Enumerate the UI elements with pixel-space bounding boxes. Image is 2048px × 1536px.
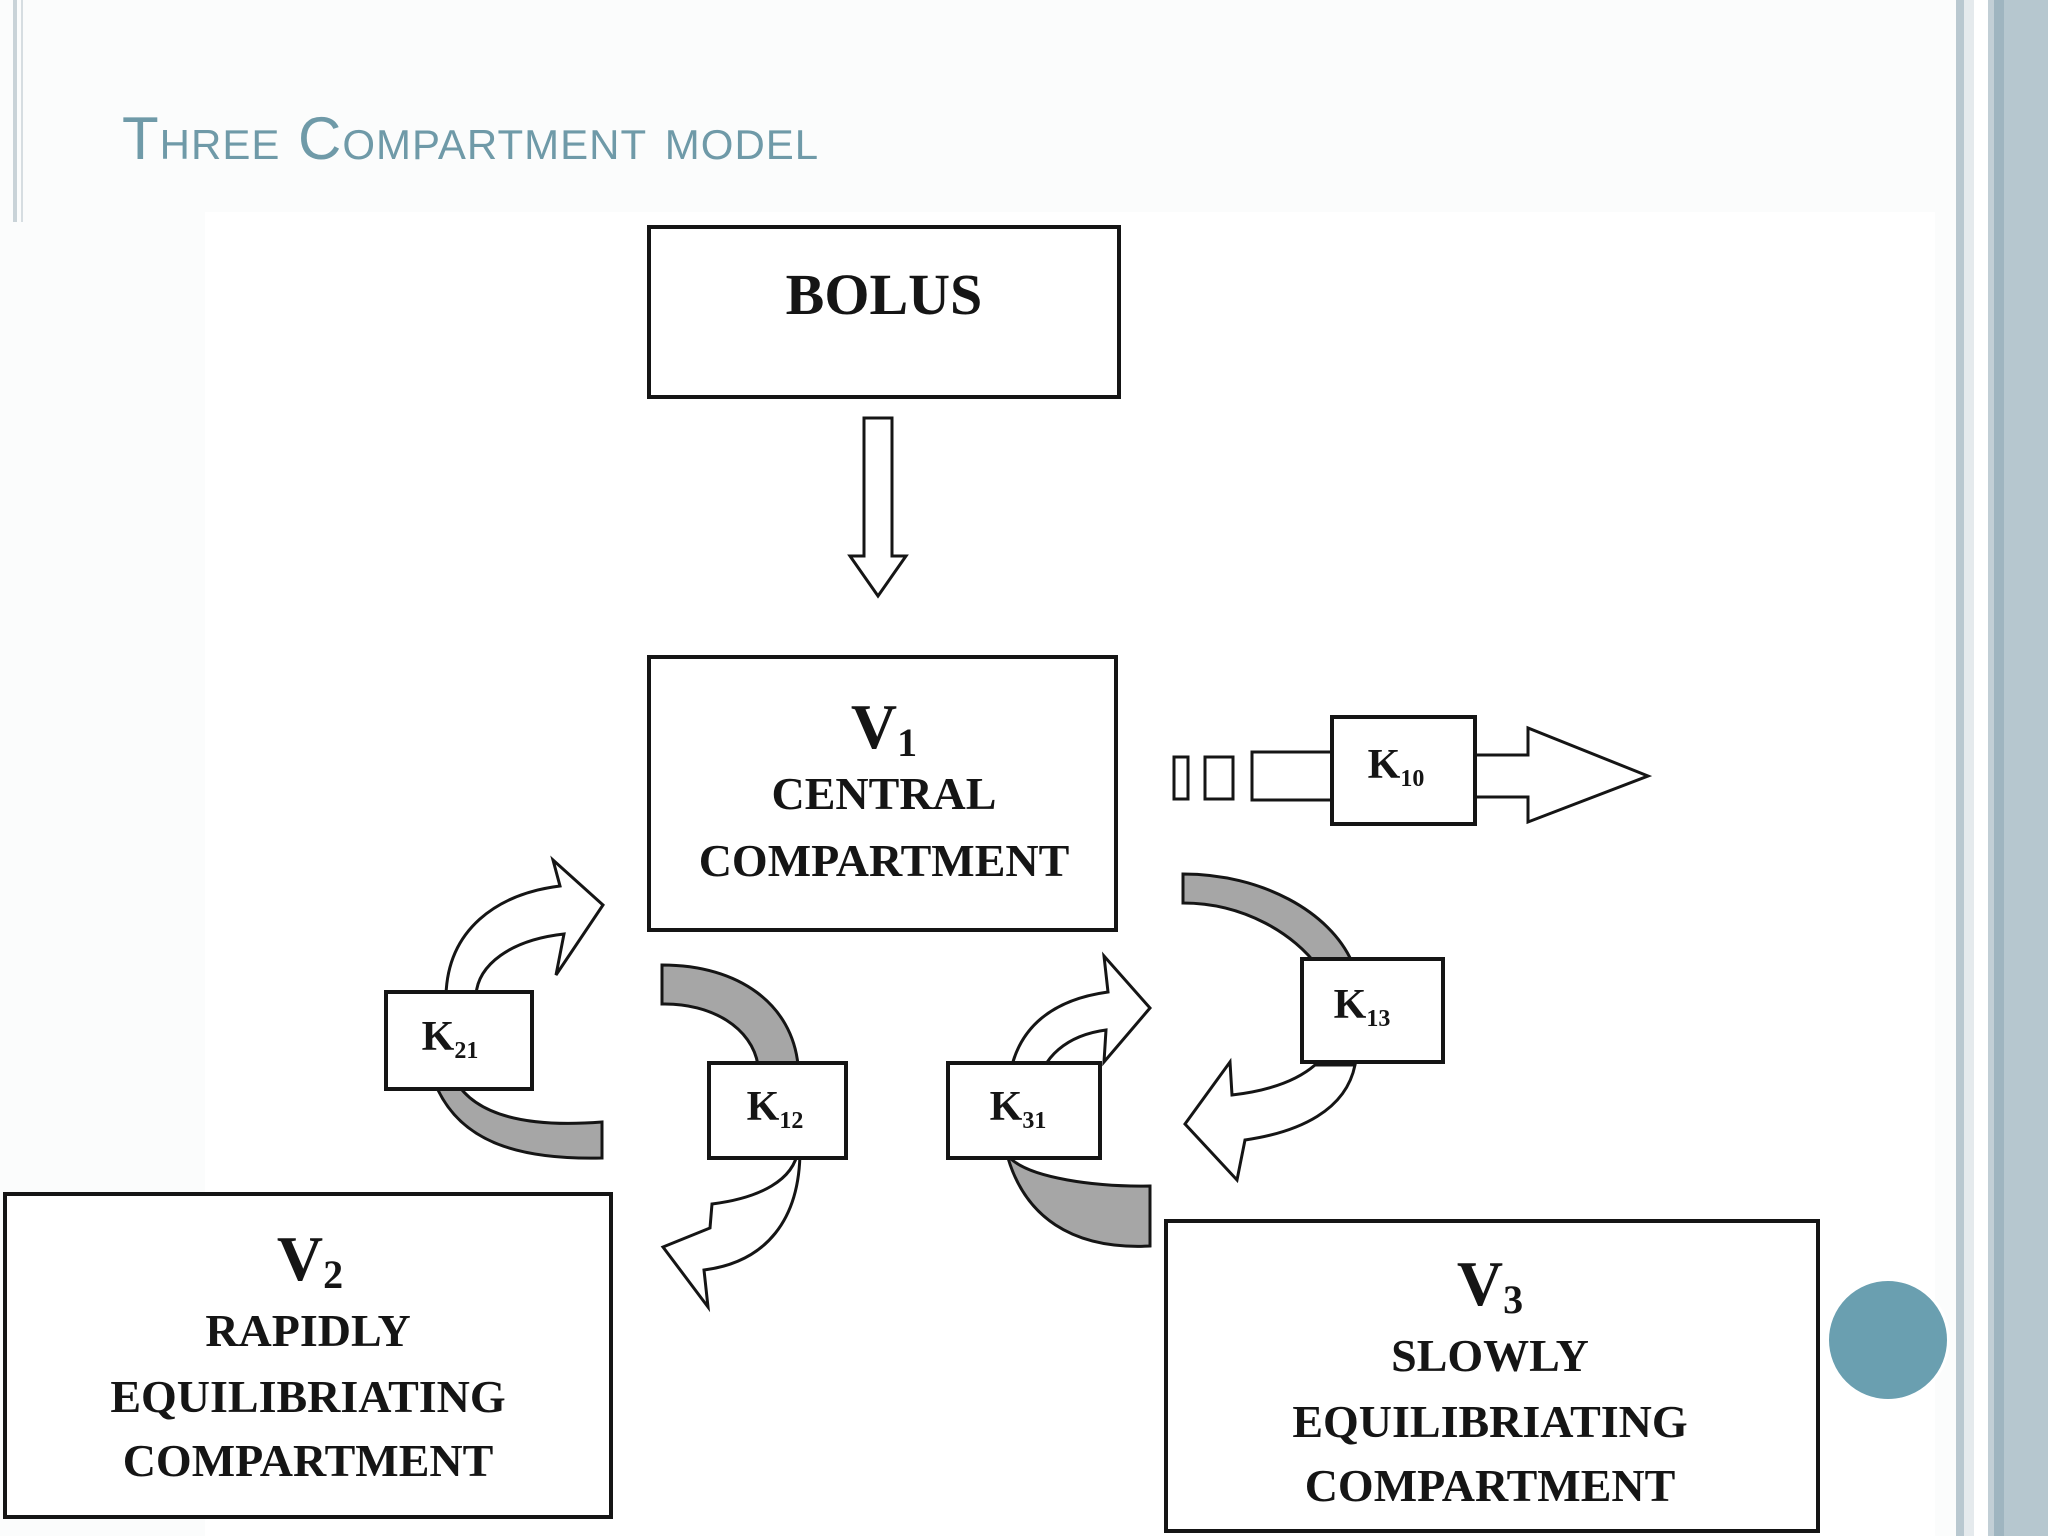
k21-label: K21	[422, 1014, 479, 1064]
k21-grey-band	[436, 1077, 604, 1160]
k12-label: K12	[747, 1084, 804, 1134]
k13-label: K13	[1334, 982, 1391, 1032]
right-border-stripe	[1974, 0, 1988, 1536]
k13-curved-arrow	[1183, 1057, 1357, 1184]
v2-label: V2	[277, 1223, 343, 1297]
k13-subscript: 13	[1366, 1006, 1390, 1032]
k10-box: K10	[1330, 715, 1477, 826]
central-compartment-box: V1 CENTRAL COMPARTMENT	[647, 655, 1118, 932]
right-border-stripe	[2004, 0, 2048, 1536]
rapid-compartment-box: V2 RAPIDLY EQUILIBRIATING COMPARTMENT	[3, 1192, 613, 1519]
v3-label: V3	[1457, 1248, 1523, 1322]
right-border-stripe	[1964, 0, 1974, 1536]
k13-symbol: K	[1334, 982, 1367, 1028]
right-border-stripe	[1994, 0, 2004, 1536]
slow-compartment-box: V3 SLOWLY EQUILIBRIATING COMPARTMENT	[1164, 1219, 1820, 1533]
k12-symbol: K	[747, 1084, 780, 1130]
bolus-box: BOLUS	[647, 225, 1121, 399]
v3-symbol: V	[1457, 1248, 1503, 1319]
k31-grey-band	[1005, 1156, 1152, 1248]
k10-elimination-arrow	[1172, 725, 1653, 825]
k12-curved-arrow	[660, 1148, 802, 1313]
v2-line2: EQUILIBRIATING	[110, 1371, 505, 1422]
k10-symbol: K	[1368, 742, 1401, 788]
k13-box: K13	[1300, 957, 1445, 1064]
k10-subscript: 10	[1400, 766, 1424, 792]
k31-symbol: K	[990, 1084, 1023, 1130]
v2-symbol: V	[277, 1223, 323, 1294]
v2-line1: RAPIDLY	[205, 1305, 410, 1356]
k12-box: K12	[707, 1061, 848, 1160]
v1-subscript: 1	[897, 720, 917, 765]
k21-subscript: 21	[454, 1038, 478, 1064]
left-border-rule	[13, 0, 17, 222]
k31-box: K31	[946, 1061, 1102, 1160]
k12-subscript: 12	[779, 1108, 803, 1134]
k21-box: K21	[384, 990, 534, 1091]
k10-label: K10	[1368, 742, 1425, 792]
v3-line3: COMPARTMENT	[1305, 1460, 1676, 1511]
right-border-stripe	[1956, 0, 1964, 1536]
v3-subscript: 3	[1503, 1277, 1523, 1322]
left-border-rule-inner	[21, 0, 23, 222]
v2-line3: COMPARTMENT	[123, 1435, 494, 1486]
v1-label: V1	[851, 691, 917, 765]
bolus-label: BOLUS	[786, 262, 983, 327]
v1-line2: COMPARTMENT	[699, 835, 1070, 886]
v1-symbol: V	[851, 691, 897, 762]
v2-subscript: 2	[323, 1252, 343, 1297]
v1-line1: CENTRAL	[772, 768, 997, 819]
k31-label: K31	[990, 1084, 1047, 1134]
k21-symbol: K	[422, 1014, 455, 1060]
right-border-stripe	[1988, 0, 1994, 1536]
bolus-down-arrow	[847, 416, 909, 599]
accent-circle	[1826, 1278, 1950, 1402]
v3-line1: SLOWLY	[1391, 1330, 1589, 1381]
k21-curved-arrow	[444, 855, 605, 997]
v3-line2: EQUILIBRIATING	[1292, 1396, 1687, 1447]
k31-subscript: 31	[1022, 1108, 1046, 1134]
slide-title: Three Compartment model	[122, 105, 820, 172]
